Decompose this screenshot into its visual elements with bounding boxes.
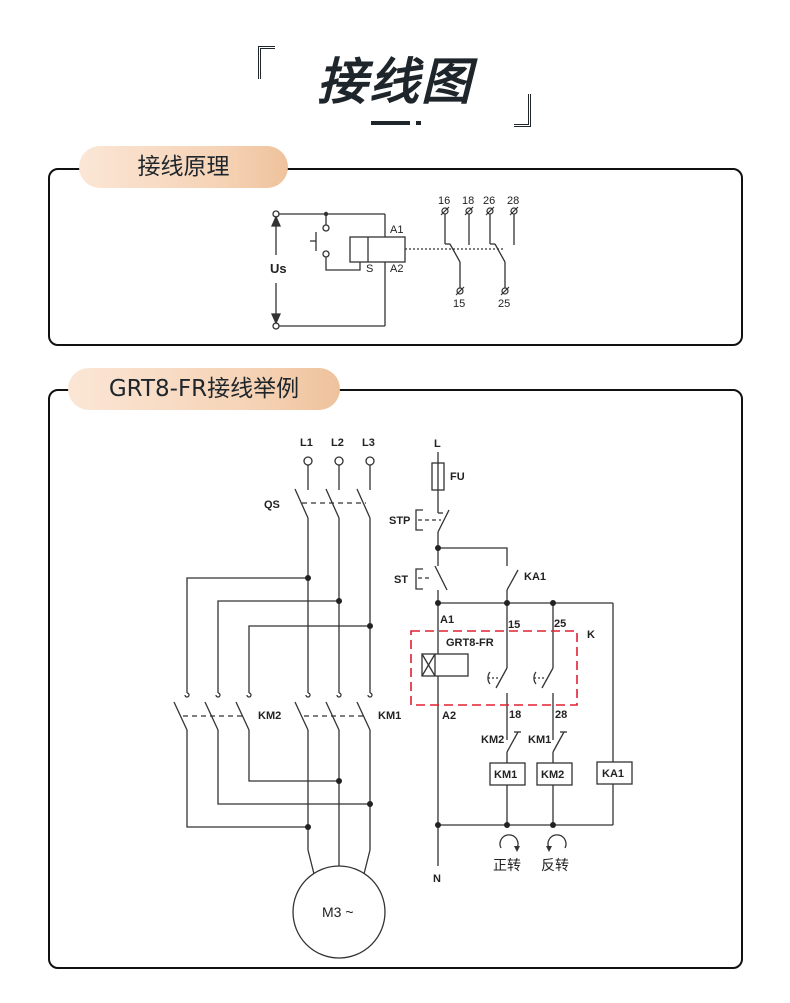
control-circuit	[415, 452, 633, 866]
pushbutton-terminal	[322, 224, 330, 232]
contact-28-label: 28	[507, 195, 519, 207]
qs-switch-blade	[294, 488, 309, 519]
principle-terminal-symbols	[440, 206, 519, 296]
bracket-open-icon	[258, 46, 275, 79]
grt8-relay-boundary	[410, 630, 578, 706]
arrow-up-icon	[270, 215, 282, 227]
relay-terminal-28: 28	[555, 709, 567, 721]
interlock-km1-contact	[552, 731, 565, 753]
km1-contact-blade	[356, 701, 371, 731]
start-button-label: ST	[394, 574, 408, 586]
supply-label: Us	[270, 261, 287, 276]
relay-terminal-a1: A1	[440, 614, 454, 626]
motor-label: M3 ~	[322, 904, 354, 920]
section-panel-example	[48, 389, 743, 969]
phase-terminal-l3	[365, 456, 375, 466]
km2-contact-blade	[173, 701, 188, 731]
relay-terminal-15: 15	[508, 619, 520, 631]
interlock-km2-label: KM2	[481, 734, 504, 746]
forward-label: 正转	[493, 858, 521, 874]
coil-ka1	[596, 761, 633, 785]
bracket-close-icon	[514, 94, 531, 127]
arrow-down-icon	[270, 313, 282, 325]
reverse-rotation-icon	[547, 834, 567, 849]
section-title-example: GRT8-FR接线举例	[68, 368, 340, 410]
contactor-km1-label: KM1	[378, 710, 401, 722]
pushbutton-terminal	[322, 250, 330, 258]
terminal-a2-label: A2	[390, 263, 403, 275]
phase-l3-label: L3	[362, 437, 375, 449]
contact-15-label: 15	[453, 298, 465, 310]
km2-contact-blade	[235, 701, 250, 731]
interlock-km1-label: KM1	[528, 734, 551, 746]
page-title: 接线图	[317, 53, 473, 111]
contact-26-label: 26	[483, 195, 495, 207]
control-junctions	[435, 545, 556, 828]
relay-name-label: GRT8-FR	[446, 637, 494, 649]
power-circuit	[173, 456, 386, 959]
relay-terminal-25: 25	[554, 618, 566, 630]
qs-switch-blade	[356, 488, 371, 519]
power-junctions	[305, 575, 373, 830]
coil-ka1-label: KA1	[602, 768, 624, 780]
neutral-label: N	[433, 873, 441, 885]
start-button-contact	[434, 565, 448, 591]
title-underline	[371, 121, 410, 125]
title-underline-dot	[416, 121, 421, 125]
phase-l2-label: L2	[331, 437, 344, 449]
coil-km1-label: KM1	[494, 769, 517, 781]
terminal-s-label: S	[366, 263, 373, 275]
stop-button-actuator	[415, 509, 423, 531]
contact-16-label: 16	[438, 195, 450, 207]
section-title-principle: 接线原理	[79, 146, 288, 188]
coil-km2	[536, 762, 573, 786]
grt8-coil-symbol	[421, 653, 469, 677]
km1-contact-blade	[294, 701, 309, 731]
contactor-km2-label: KM2	[258, 710, 281, 722]
ka1-contact	[506, 569, 519, 591]
relay-terminal-a2: A2	[442, 710, 456, 722]
reverse-label: 反转	[541, 858, 569, 874]
phase-terminal-l1	[303, 456, 313, 466]
contact-18-label: 18	[462, 195, 474, 207]
fuse-label: FU	[450, 471, 465, 483]
main-switch-label: QS	[264, 499, 280, 511]
relay-terminal-18: 18	[509, 709, 521, 721]
coil-km2-label: KM2	[541, 769, 564, 781]
stop-button-contact	[437, 509, 450, 533]
interlock-km2-contact	[506, 731, 519, 753]
phase-terminal-l2	[334, 456, 344, 466]
principle-diagram	[270, 210, 515, 330]
contact-25-label: 25	[498, 298, 510, 310]
start-button-actuator	[415, 568, 423, 590]
phase-l1-label: L1	[300, 437, 313, 449]
motor-symbol	[292, 865, 386, 959]
forward-rotation-icon	[499, 834, 519, 849]
relay-ref-label: K	[587, 629, 595, 641]
line-label: L	[434, 438, 441, 450]
relay-coil-box	[349, 236, 406, 263]
aux-contact-label: KA1	[524, 571, 546, 583]
section-panel-principle	[48, 168, 743, 346]
page-header: 接线图	[0, 36, 790, 127]
stop-button-label: STP	[389, 515, 410, 527]
terminal-a1-label: A1	[390, 224, 403, 236]
